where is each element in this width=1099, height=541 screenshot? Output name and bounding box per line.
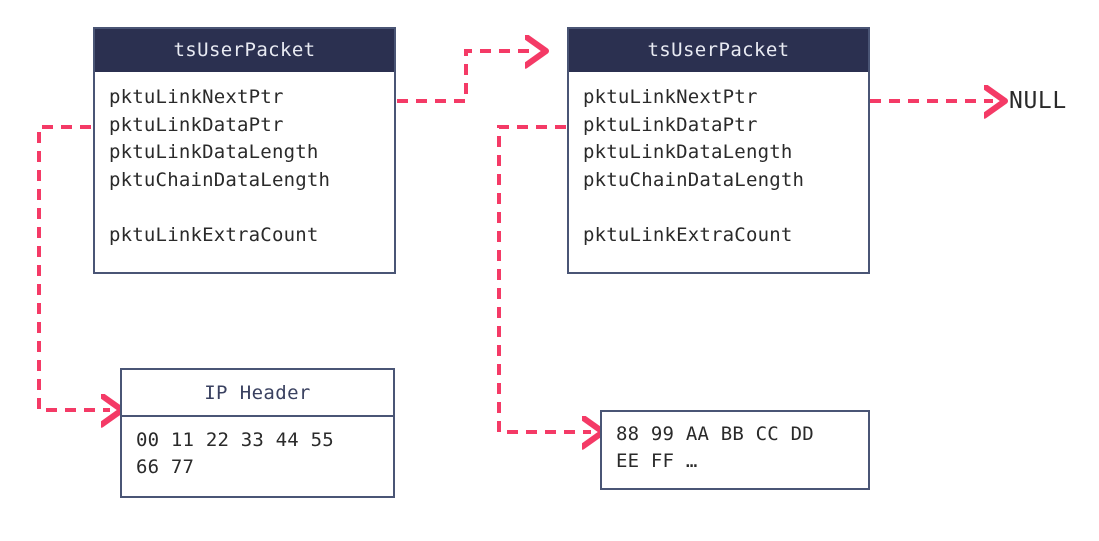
field-row: pktuChainDataLength <box>583 168 805 191</box>
packet-struct-1-fields: pktuLinkNextPtr pktuLinkDataPtr pktuLink… <box>95 72 394 249</box>
field-row: pktuLinkDataLength <box>583 141 793 163</box>
null-label: NULL <box>1009 88 1067 114</box>
field-row: pktuLinkNextPtr <box>109 86 284 108</box>
ip-header-box: IP Header 00 11 22 33 44 55 66 77 <box>120 368 395 498</box>
packet-struct-2-title: tsUserPacket <box>569 29 868 72</box>
field-row: pktuLinkExtraCount <box>109 223 319 246</box>
ip-header-box-title: IP Header <box>122 370 393 417</box>
field-row: pktuLinkExtraCount <box>583 223 793 246</box>
field-row: pktuLinkDataPtr <box>583 113 758 136</box>
data-line: 66 77 <box>136 456 195 478</box>
data-payload-box-body: 88 99 AA BB CC DD EE FF … <box>602 412 868 475</box>
field-row: pktuLinkDataLength <box>109 141 319 163</box>
field-row-spacer <box>109 194 394 222</box>
packet-struct-2-fields: pktuLinkNextPtr pktuLinkDataPtr pktuLink… <box>569 72 868 249</box>
field-row: pktuChainDataLength <box>109 168 331 191</box>
packet-struct-2: tsUserPacket pktuLinkNextPtr pktuLinkDat… <box>567 27 870 274</box>
ip-header-box-body: 00 11 22 33 44 55 66 77 <box>122 417 393 481</box>
data-line: 00 11 22 33 44 55 <box>136 429 334 451</box>
data-payload-box: 88 99 AA BB CC DD EE FF … <box>600 410 870 490</box>
packet-struct-1: tsUserPacket pktuLinkNextPtr pktuLinkDat… <box>93 27 396 274</box>
data-line: 88 99 AA BB CC DD <box>616 423 814 445</box>
data-line: EE FF … <box>616 450 698 472</box>
field-row: pktuLinkDataPtr <box>109 113 284 136</box>
packet-struct-1-title: tsUserPacket <box>95 29 394 72</box>
field-row-spacer <box>583 194 868 222</box>
field-row: pktuLinkNextPtr <box>583 86 758 108</box>
arrow-packet1-next-to-packet2 <box>397 51 534 103</box>
